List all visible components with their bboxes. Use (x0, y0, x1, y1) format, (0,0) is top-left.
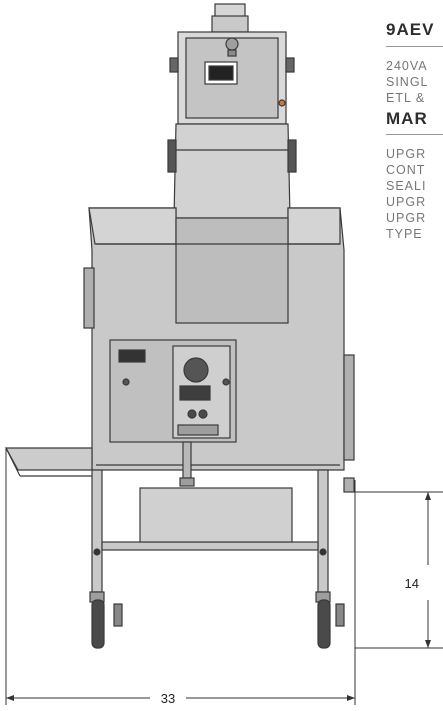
model-heading-rule (386, 46, 443, 47)
option-line: TYPE (386, 227, 423, 241)
model-heading: 9AEV (386, 20, 435, 39)
option-line: UPGR (386, 147, 427, 161)
options-heading-rule (386, 134, 443, 135)
feed-chute (211, 3, 249, 33)
slicer-cover (167, 123, 297, 219)
option-line: CONT (386, 163, 426, 177)
drain-spout (179, 441, 195, 487)
height-dimension (355, 491, 443, 649)
height-label: 14 (405, 576, 419, 591)
motor-housing (169, 31, 295, 125)
option-line: SEALI (386, 179, 427, 193)
options-heading: MAR (386, 109, 428, 128)
width-dimension (5, 448, 356, 705)
model-line: ETL & (386, 91, 426, 105)
model-line: 240VA (386, 59, 428, 73)
caster-left (89, 591, 123, 649)
option-line: UPGR (386, 195, 427, 209)
caster-right (315, 591, 345, 649)
width-label: 33 (161, 691, 175, 706)
side-tray (4, 447, 93, 477)
model-line: SINGL (386, 75, 429, 89)
frame (91, 469, 329, 593)
option-line: UPGR (386, 211, 427, 225)
control-panel (109, 339, 237, 443)
